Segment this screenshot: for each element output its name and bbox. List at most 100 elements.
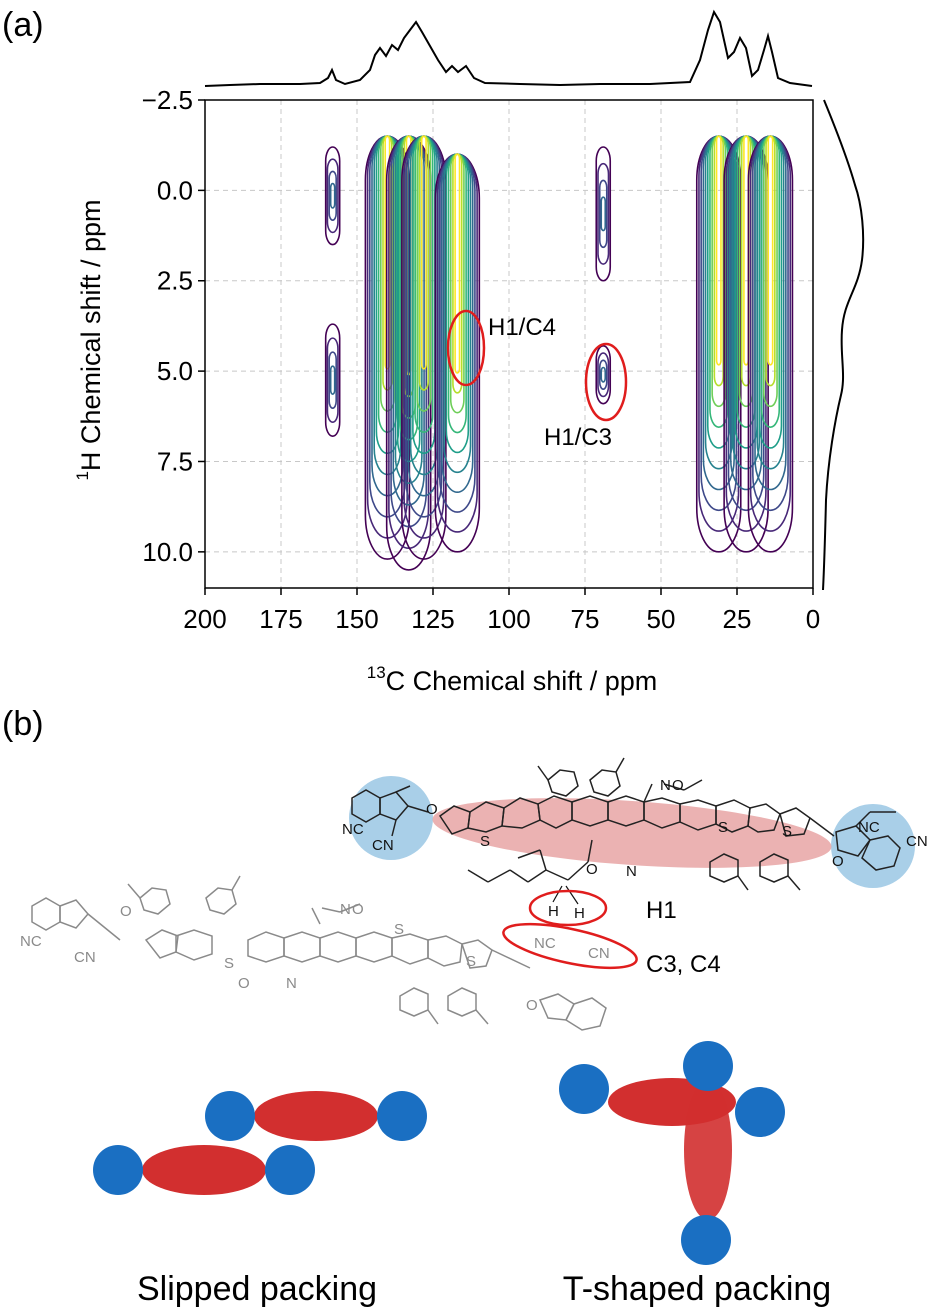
donor-core: [684, 1080, 732, 1220]
x-tick-label: 175: [259, 604, 302, 634]
acceptor-halo-right: [831, 804, 915, 888]
atom-label: NC: [20, 933, 42, 950]
atom-label: NC: [534, 935, 556, 952]
y-tick-label: −2.5: [142, 85, 193, 115]
atom-label: N: [660, 777, 671, 794]
donor-core: [254, 1091, 378, 1141]
contour-peak: [595, 146, 612, 282]
contour-peak: [328, 351, 337, 409]
contour-peak: [600, 196, 607, 232]
x-tick-label: 150: [335, 604, 378, 634]
contour-peaks: [324, 135, 794, 571]
donor-core: [142, 1145, 266, 1195]
x-tick-label: 125: [411, 604, 454, 634]
front-molecule: O NC CN N O S S S N O NC CN O H H: [342, 757, 928, 922]
c3c4-label: C3, C4: [646, 951, 721, 978]
atom-label: NC: [858, 819, 880, 836]
atom-label: O: [120, 903, 132, 920]
panel-a-label: (a): [2, 6, 44, 44]
contour-peak: [420, 135, 427, 370]
contour-peak: [600, 366, 607, 383]
contour-peak: [715, 135, 722, 366]
x-tick-label: 75: [571, 604, 600, 634]
x-axis-label-text: C Chemical shift / ppm: [386, 666, 658, 696]
y-tick-label: 7.5: [157, 446, 193, 476]
acceptor-end: [735, 1087, 785, 1137]
top-projection-trace: [204, 9, 813, 87]
atom-label: O: [352, 901, 364, 918]
atom-label: S: [718, 819, 728, 836]
slipped-packing-diagram: [93, 1091, 427, 1195]
contour-peak: [324, 323, 341, 437]
y-tick-label: 0.0: [157, 175, 193, 205]
atom-label: N: [626, 863, 637, 880]
acceptor-end: [681, 1215, 731, 1265]
t-shaped-packing-diagram: [559, 1041, 785, 1265]
contour-peak: [597, 162, 610, 265]
atom-label: H: [574, 905, 585, 922]
y-tick-label: 10.0: [142, 537, 193, 567]
atom-label: S: [782, 823, 792, 840]
annotation-ellipse-h1c3: [584, 342, 628, 422]
caption-slipped: Slipped packing: [137, 1270, 377, 1308]
contour-peak: [326, 337, 339, 423]
y-tick-label: 2.5: [157, 266, 193, 296]
contour-peak: [598, 359, 608, 390]
contour-peak: [598, 179, 608, 249]
atom-label: NC: [342, 821, 364, 838]
core-band: [432, 798, 832, 868]
contour-peak: [454, 153, 461, 374]
side-projection: [822, 99, 865, 591]
acceptor-end: [205, 1091, 255, 1141]
x-tick-label: 0: [806, 604, 820, 634]
atom-label: O: [526, 997, 538, 1014]
atom-label: CN: [588, 945, 610, 962]
y-axis-label-sup: 1: [73, 471, 92, 480]
x-axis-label-sup: 13: [367, 663, 386, 682]
atom-label: O: [672, 777, 684, 794]
atom-label: S: [224, 955, 234, 972]
atom-label: S: [394, 921, 404, 938]
front-molecule-atoms: O NC CN N O S S S N O NC CN O H H: [342, 777, 928, 922]
acceptor-end: [683, 1041, 733, 1091]
h-bond: [565, 885, 579, 905]
h1-highlight: [528, 889, 608, 927]
x-tick-label: 25: [723, 604, 752, 634]
contour-peak: [595, 345, 612, 405]
acceptor-end: [559, 1064, 609, 1114]
y-axis-label-text: H Chemical shift / ppm: [76, 199, 106, 471]
annotation-label-h1c3: H1/C3: [544, 424, 612, 451]
contour-peak: [328, 170, 337, 221]
acceptor-end: [93, 1145, 143, 1195]
atom-label: O: [832, 853, 844, 870]
atom-label: S: [466, 953, 476, 970]
back-molecule: [31, 875, 607, 1031]
x-axis-label: 13C Chemical shift / ppm: [367, 663, 658, 696]
contour-peak: [329, 182, 336, 209]
side-projection-trace: [822, 99, 865, 591]
contour-peak: [597, 352, 610, 398]
contour-peak: [326, 158, 339, 234]
y-axis-label: 1H Chemical shift / ppm: [73, 199, 106, 480]
h1-label: H1: [646, 897, 677, 924]
atom-label: O: [238, 975, 250, 992]
contour-peak: [324, 146, 341, 246]
front-molecule-skeleton: [351, 757, 901, 891]
x-tick-label: 200: [183, 604, 226, 634]
top-projection: [204, 9, 813, 87]
annotation-ellipse-h1c4: [446, 309, 486, 387]
back-molecule-atoms: O NC CN N O S S S O N NC CN O: [20, 901, 610, 1014]
atom-label: O: [586, 861, 598, 878]
atom-label: S: [480, 833, 490, 850]
atom-label: N: [286, 975, 297, 992]
atom-label: N: [340, 901, 351, 918]
atom-label: H: [548, 903, 559, 920]
caption-tshaped: T-shaped packing: [563, 1270, 831, 1308]
acceptor-end: [265, 1145, 315, 1195]
panel-b-label: (b): [2, 705, 44, 743]
x-tick-label: 50: [647, 604, 676, 634]
contour-peak: [767, 135, 774, 366]
atom-label: O: [426, 801, 438, 818]
